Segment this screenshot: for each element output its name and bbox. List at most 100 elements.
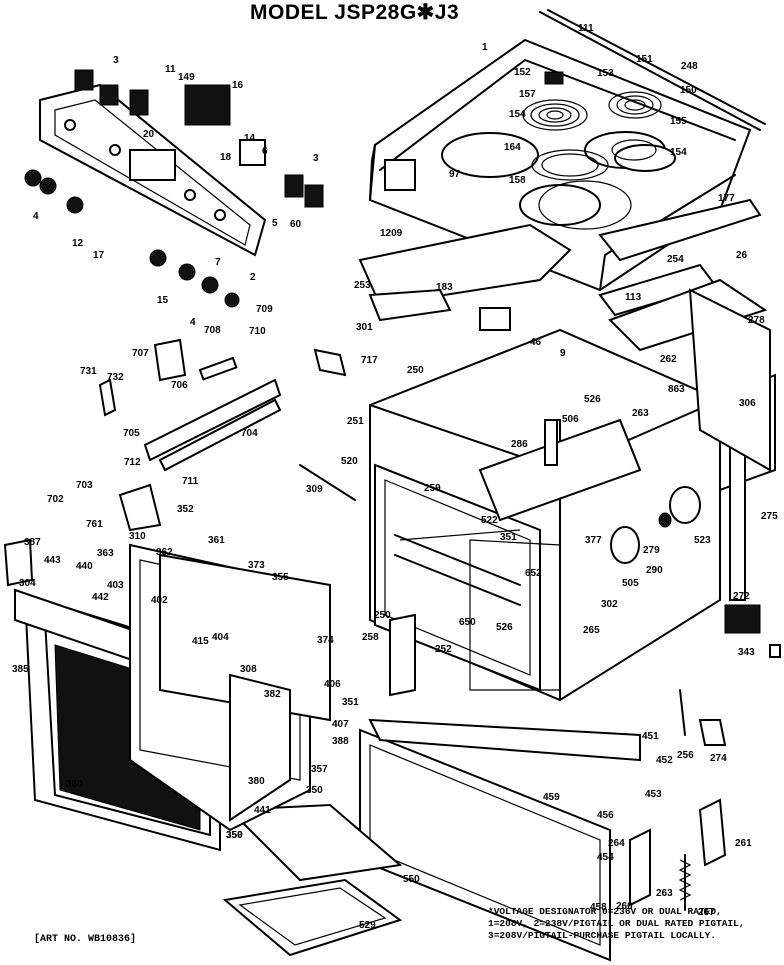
callout: 360 (66, 779, 83, 790)
callout: 154 (509, 109, 526, 120)
callout: 5 (272, 218, 278, 229)
callout: 380 (248, 776, 265, 787)
callout: 711 (182, 476, 199, 487)
rails-and-brackets (3, 338, 347, 587)
callout: 710 (249, 326, 266, 337)
callout: 254 (667, 254, 684, 265)
callout: 154 (670, 147, 687, 158)
callout: 731 (80, 366, 97, 377)
callout: 308 (240, 664, 257, 675)
callout: 703 (76, 480, 93, 491)
callout: 310 (129, 531, 146, 542)
callout: 3 (313, 153, 319, 164)
callout: 151 (636, 54, 653, 65)
callout: 261 (735, 838, 752, 849)
callout: 263 (656, 888, 673, 899)
callout: 258 (362, 632, 379, 643)
callout: 155 (670, 116, 687, 127)
callout: 157 (519, 89, 536, 100)
callout: 26 (736, 250, 748, 261)
oven-door (14, 543, 331, 852)
callout: 403 (107, 580, 124, 591)
callout: 343 (738, 647, 755, 658)
callout: 252 (435, 644, 452, 655)
diagram-title: MODEL JSP28G✱J3 (250, 1, 460, 24)
callout: 351 (500, 532, 517, 543)
callout: 359 (226, 830, 243, 841)
callout: 382 (264, 689, 281, 700)
callout: 7 (215, 257, 221, 268)
callout: 111 (578, 23, 594, 34)
callout: 523 (694, 535, 711, 546)
callout: 402 (151, 595, 168, 606)
callout-labels: 111 1 151 248 152 153 157 150 154 155 16… (12, 23, 778, 931)
callout: 441 (254, 805, 271, 816)
callout: 46 (530, 337, 542, 348)
callout: 1209 (380, 228, 403, 239)
callout: 262 (660, 354, 677, 365)
callout: 362 (156, 547, 173, 558)
callout: 164 (504, 142, 521, 153)
callout: 4 (190, 317, 196, 328)
callout: 286 (511, 439, 528, 450)
vent-and-trim (358, 198, 771, 472)
small-parts-right (299, 464, 781, 911)
callout: 248 (681, 61, 698, 72)
callout: 113 (625, 292, 642, 303)
callout: 350 (226, 830, 243, 841)
callout: 14 (244, 133, 256, 144)
callout: 451 (642, 731, 659, 742)
callout: 704 (241, 428, 258, 439)
callout: 267 (698, 907, 715, 918)
callout: 263 (632, 408, 649, 419)
callout: 522 (481, 515, 498, 526)
callout: 458 (590, 902, 607, 913)
footnote-line: *VOLTAGE DESIGNATOR 0=236V OR DUAL RATED… (488, 906, 722, 917)
callout: 550 (403, 874, 420, 885)
callout: 256 (677, 750, 694, 761)
callout: 717 (361, 355, 378, 366)
callout: 712 (124, 457, 141, 468)
callout: 863 (668, 384, 685, 395)
callout: 650 (459, 617, 476, 628)
callout: 526 (496, 622, 513, 633)
callout: 385 (12, 664, 29, 675)
callout: 250 (407, 365, 424, 376)
callout: 290 (646, 565, 663, 576)
callout: 361 (208, 535, 225, 546)
callout: 6 (262, 146, 268, 157)
callout: 9 (560, 348, 566, 359)
callout: 406 (324, 679, 341, 690)
callout: 387 (24, 537, 41, 548)
footnote-line: 3=208V/PIGTAIL-PURCHASE PIGTAIL LOCALLY. (488, 930, 717, 941)
callout: 275 (761, 511, 778, 522)
callout: 11 (165, 64, 176, 75)
control-panel (24, 69, 324, 308)
callout: 377 (585, 535, 602, 546)
callout: 149 (178, 72, 195, 83)
callout: 265 (583, 625, 600, 636)
callout: 407 (332, 719, 349, 730)
callout: 177 (718, 193, 735, 204)
callout: 452 (656, 755, 673, 766)
surface-unit-coils (522, 71, 662, 230)
callout: 150 (680, 85, 697, 96)
callout: 309 (306, 484, 323, 495)
callout: 253 (354, 280, 371, 291)
callout: 97 (449, 169, 461, 180)
callout: 415 (192, 636, 209, 647)
callout: 302 (601, 599, 618, 610)
callout: 708 (204, 325, 221, 336)
callout: 526 (584, 394, 601, 405)
callout: 355 (272, 572, 289, 583)
callout: 453 (645, 789, 662, 800)
callout: 761 (86, 519, 103, 530)
callout: 301 (356, 322, 373, 333)
callout: 709 (256, 304, 273, 315)
callout: 12 (72, 238, 84, 249)
art-number: [ART NO. WB10836] (34, 934, 137, 945)
callout: 2 (250, 272, 256, 283)
callout: 732 (107, 372, 124, 383)
